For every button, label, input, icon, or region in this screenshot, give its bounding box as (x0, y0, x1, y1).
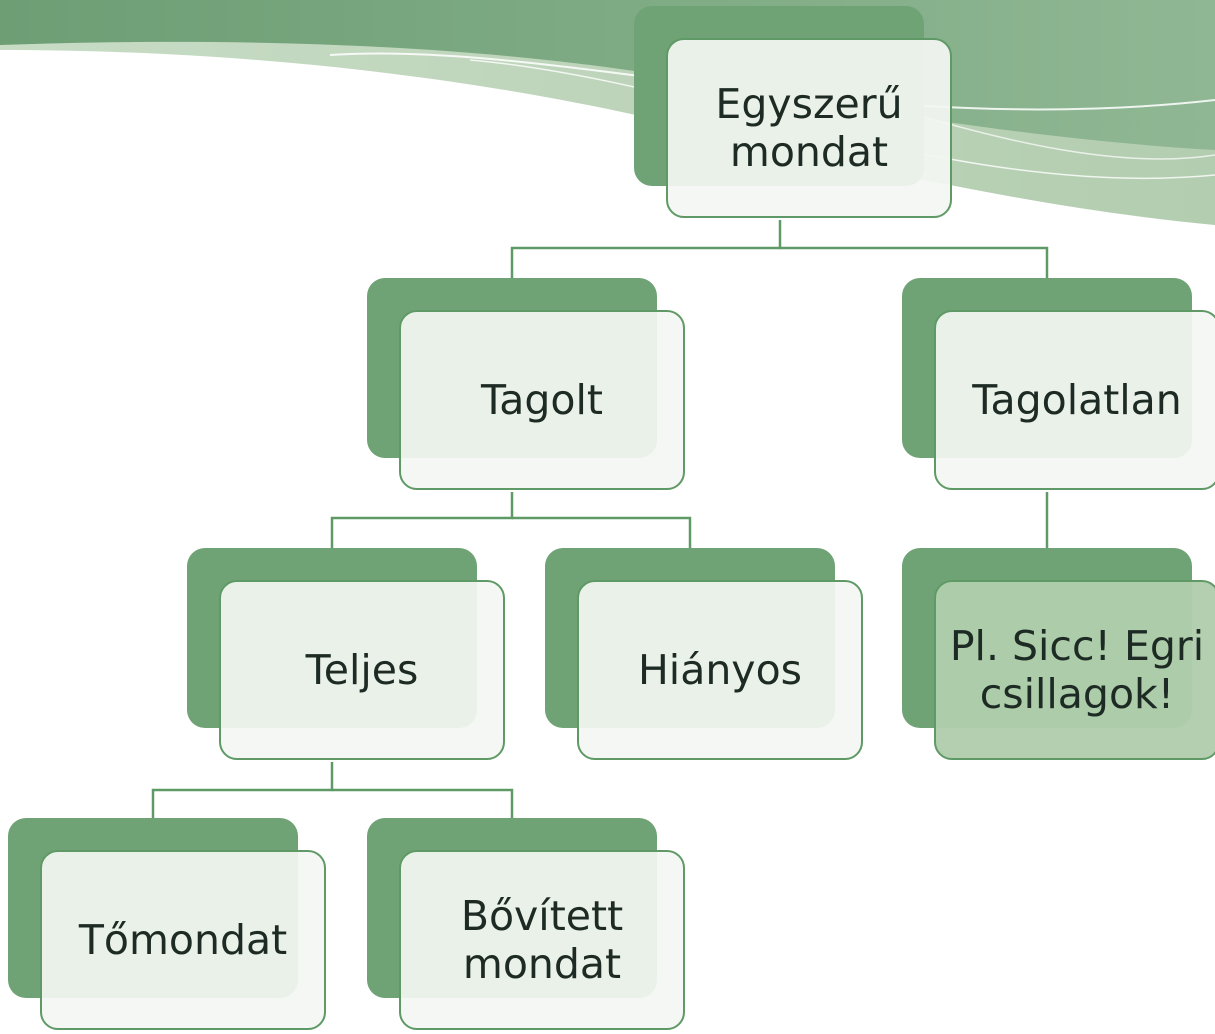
node-box: Tagolt (399, 310, 685, 490)
node-box: Hiányos (577, 580, 863, 760)
node-label: Egyszerű mondat (715, 79, 903, 176)
node-box: Tőmondat (40, 850, 326, 1030)
node-example: Pl. Sicc! Egri csillagok! (902, 548, 1215, 764)
node-label: Pl. Sicc! Egri csillagok! (949, 621, 1205, 718)
node-label: Bővített mondat (460, 891, 624, 988)
node-tomondat: Tőmondat (8, 818, 330, 1034)
node-box: Teljes (219, 580, 505, 760)
node-label: Tőmondat (78, 915, 288, 964)
node-bovitett-mondat: Bővített mondat (367, 818, 689, 1034)
node-box: Egyszerű mondat (666, 38, 952, 218)
node-egyszeru-mondat: Egyszerű mondat (634, 6, 956, 222)
node-label: Hiányos (637, 645, 803, 694)
node-box: Tagolatlan (934, 310, 1215, 490)
node-teljes: Teljes (187, 548, 509, 764)
node-tagolt: Tagolt (367, 278, 689, 494)
node-label: Tagolatlan (972, 375, 1182, 424)
node-label: Teljes (305, 645, 419, 694)
node-box: Bővített mondat (399, 850, 685, 1030)
node-hianyos: Hiányos (545, 548, 867, 764)
node-label: Tagolt (481, 375, 603, 424)
node-tagolatlan: Tagolatlan (902, 278, 1215, 494)
node-box: Pl. Sicc! Egri csillagok! (934, 580, 1215, 760)
